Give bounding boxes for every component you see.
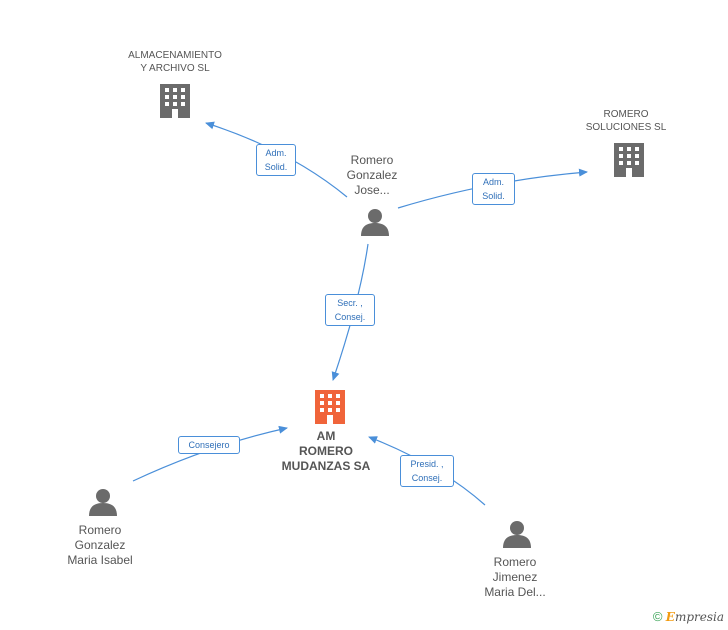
person-label-romero-maria-isabel[interactable]: Romero Gonzalez Maria Isabel bbox=[67, 523, 133, 567]
person-icon bbox=[361, 209, 389, 236]
edge-tag-secr-consej: Secr. , Consej. bbox=[325, 294, 375, 326]
person-label-romero-jose[interactable]: Romero Gonzalez Jose... bbox=[346, 153, 398, 197]
building-icon bbox=[160, 84, 190, 118]
person-icon bbox=[89, 489, 117, 516]
person-label-romero-maria-del[interactable]: Romero Jimenez Maria Del... bbox=[484, 555, 546, 599]
company-label-am-romero[interactable]: AM ROMERO MUDANZAS SA bbox=[281, 429, 371, 473]
copyright-symbol: © bbox=[652, 609, 663, 624]
company-label-romero-soluciones[interactable]: ROMERO SOLUCIONES SL bbox=[585, 109, 667, 133]
building-icon bbox=[614, 143, 644, 177]
person-icon bbox=[503, 521, 531, 548]
company-label-almacenamiento[interactable]: ALMACENAMIENTO Y ARCHIVO SL bbox=[128, 50, 222, 74]
building-icon bbox=[315, 390, 345, 424]
brand-logo: Empresia bbox=[665, 610, 724, 624]
edge-tag-consejero: Consejero bbox=[178, 436, 240, 454]
edge-tag-presid-consej: Presid. , Consej. bbox=[400, 455, 454, 487]
edge-tag-adm-solid: Adm. Solid. bbox=[472, 173, 515, 205]
brand-footer: © Empresia bbox=[653, 609, 724, 624]
edge-tag-adm-solid: Adm. Solid. bbox=[256, 144, 296, 176]
